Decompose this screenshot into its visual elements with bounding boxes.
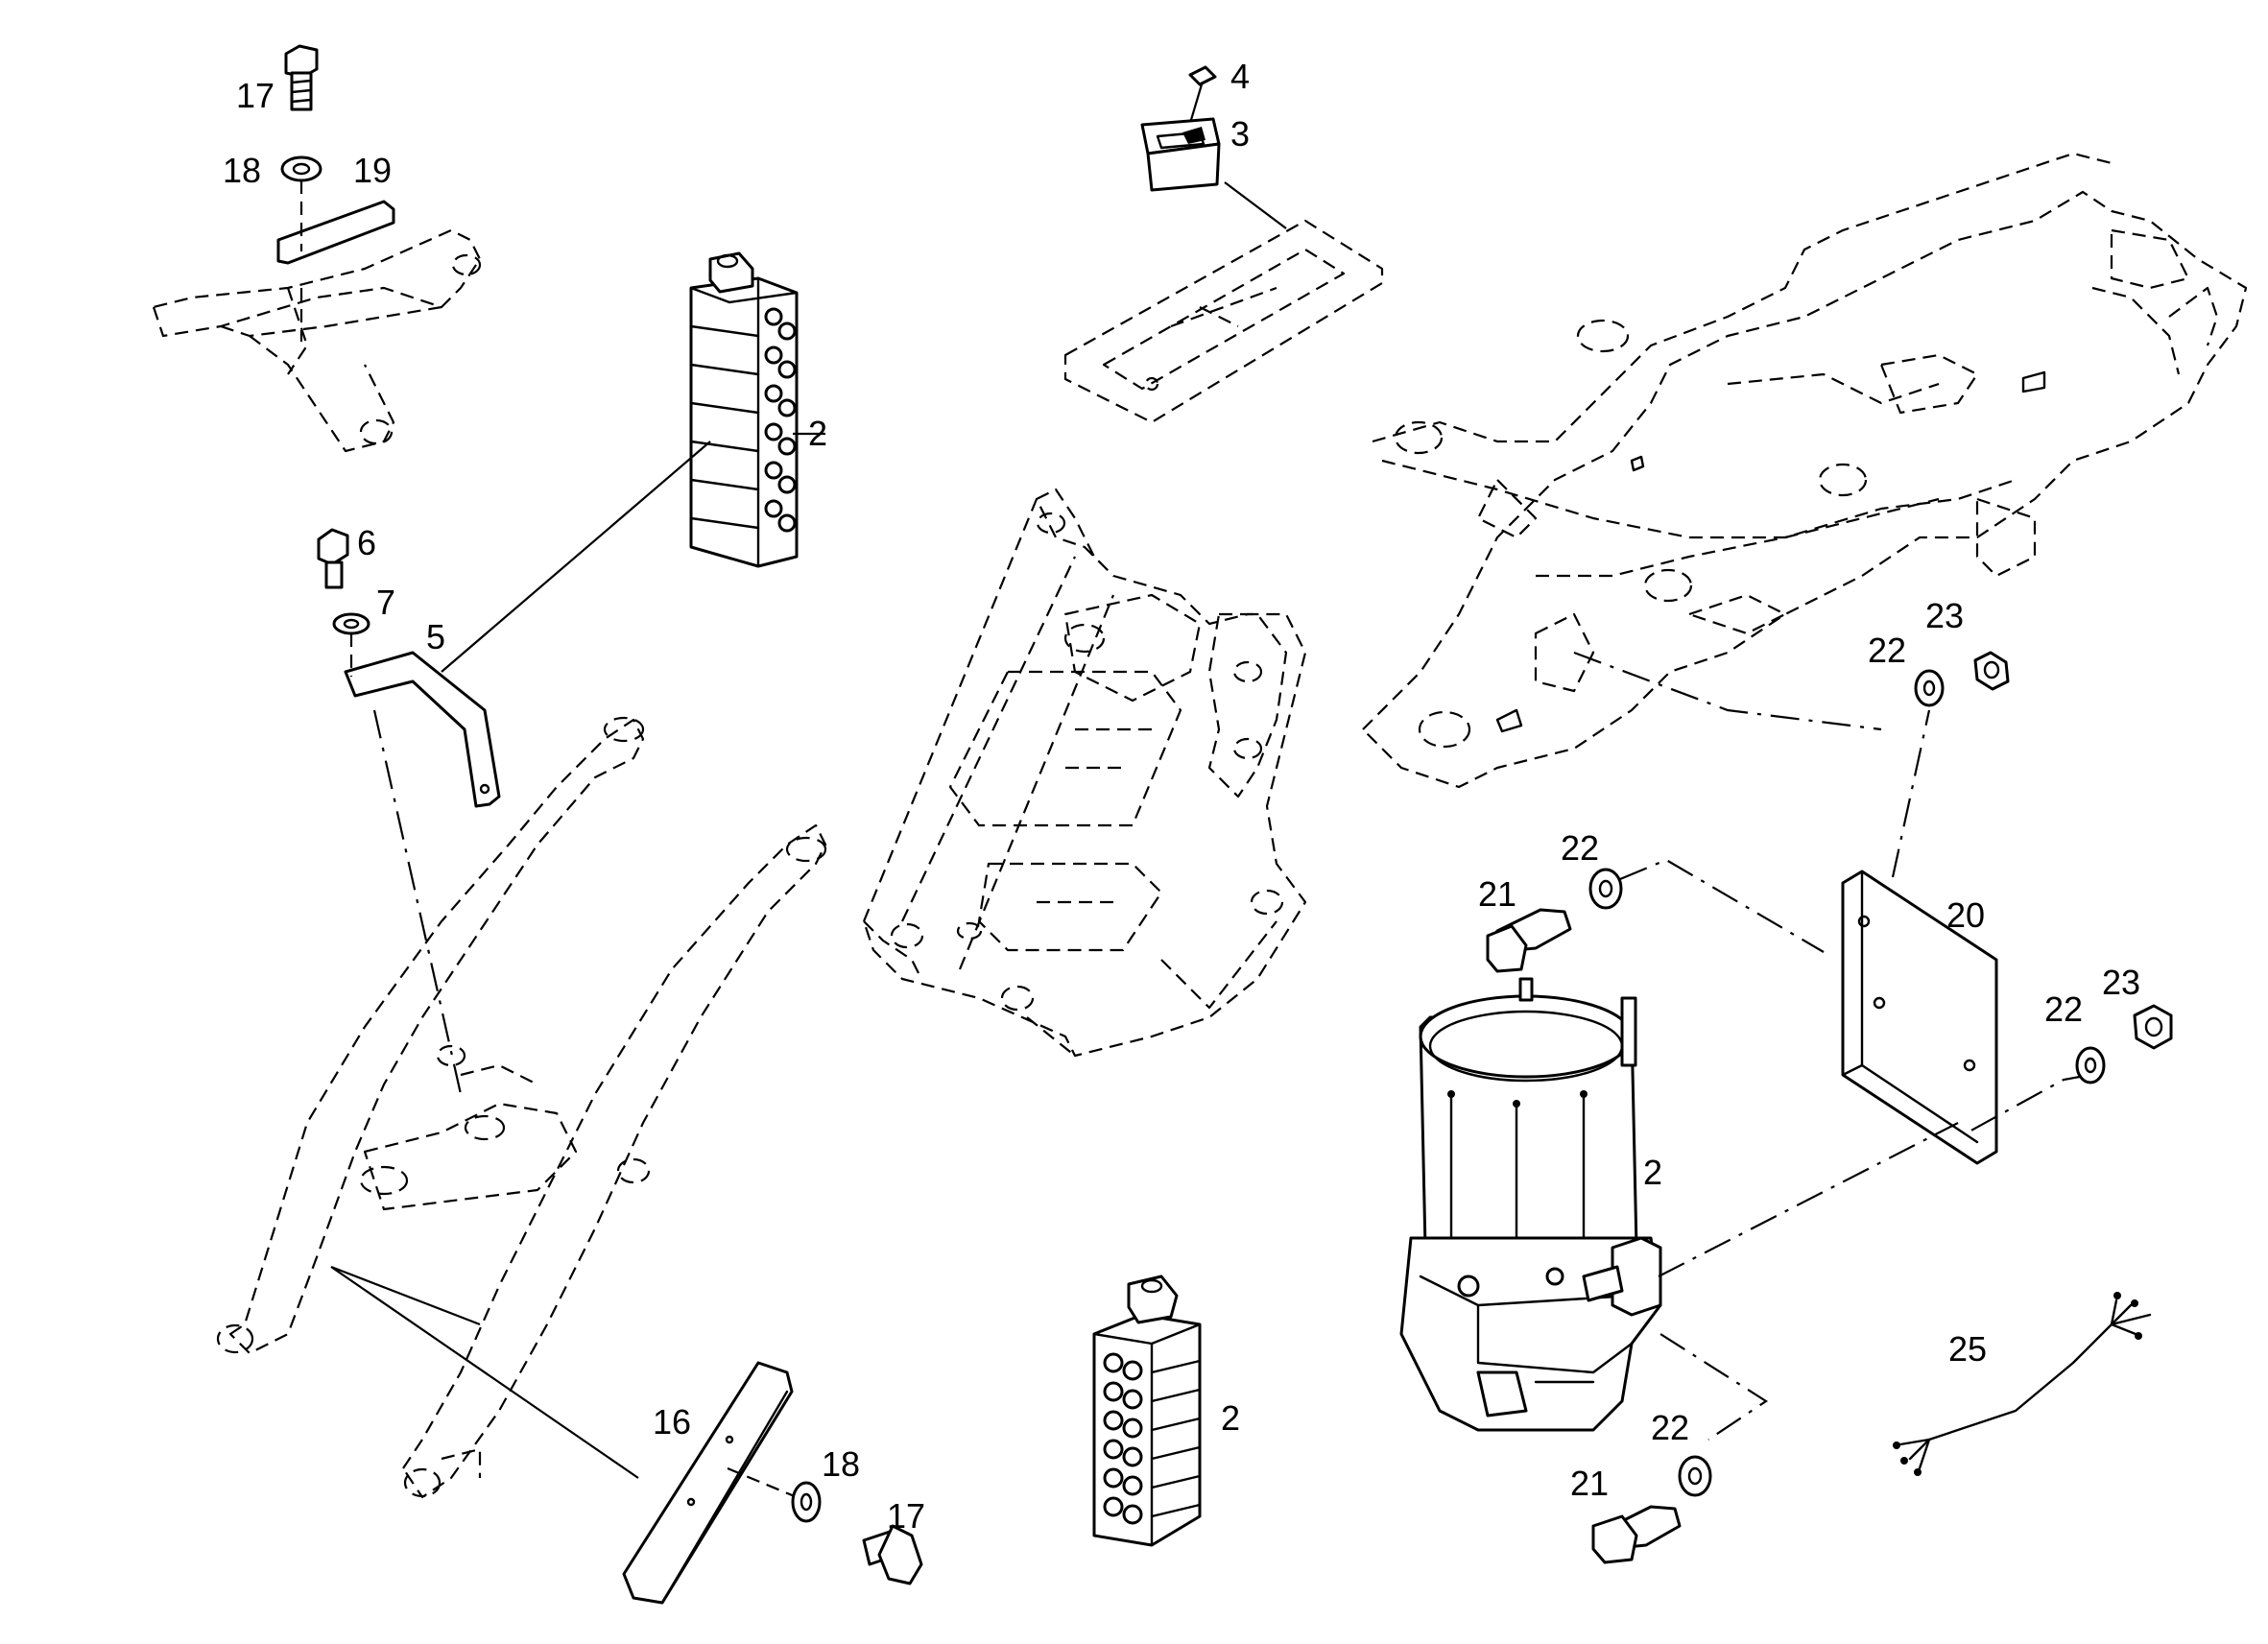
callout-20: 20: [1946, 895, 1985, 935]
rocker-switch-part-3: [1140, 117, 1221, 192]
callout-7: 7: [376, 583, 395, 622]
callout-21-plate: 21: [1478, 874, 1516, 914]
callout-22-pump-bottom: 22: [1651, 1408, 1689, 1447]
callout-17-bottom: 17: [887, 1496, 925, 1536]
switch-cap-part-4: [1188, 65, 1217, 86]
callout-16: 16: [653, 1402, 691, 1441]
leader-line-16-arm: [330, 1265, 639, 1479]
callout-22-plate: 22: [1561, 828, 1599, 868]
leader-line-5-arm: [372, 709, 463, 1095]
loader-arm-crossmember: [152, 228, 482, 453]
distributor-block-upper: [689, 251, 799, 568]
loader-arms: [216, 716, 827, 1499]
bracket-part-5: [344, 651, 501, 808]
wiring-harness-part-25: [1893, 1292, 2152, 1476]
callout-25: 25: [1948, 1329, 1987, 1369]
callout-21-pump-bottom: 21: [1570, 1464, 1609, 1503]
nut-part-23-frame: [1973, 651, 2010, 691]
callout-17-top: 17: [236, 76, 275, 115]
bracket-part-19: [276, 200, 395, 265]
washer-part-22-plate: [1588, 868, 1623, 910]
callout-23-plate-right: 23: [2102, 963, 2140, 1002]
washer-part-7: [332, 612, 370, 635]
distributor-block-lower: [1092, 1275, 1202, 1547]
chassis-frame: [1361, 152, 2248, 789]
callout-22-plate-right: 22: [2044, 989, 2083, 1029]
callout-18-top: 18: [223, 151, 261, 190]
bracket-part-16: [622, 1361, 794, 1605]
leader-line-16-18: [727, 1466, 798, 1499]
washer-part-22-plate-right: [2075, 1046, 2106, 1084]
mounting-plate-part-20: [1841, 870, 1998, 1165]
callout-22-frame: 22: [1868, 631, 1906, 670]
bolt-part-21-plate: [1486, 908, 1572, 973]
washer-part-22-pump-bottom: [1678, 1455, 1712, 1497]
callout-3: 3: [1230, 114, 1250, 154]
leader-line-22-plate: [1619, 858, 1825, 953]
bolt-part-21-pump-bottom: [1591, 1505, 1682, 1564]
callout-23-frame: 23: [1925, 596, 1964, 635]
dashboard-panel: [1063, 219, 1384, 424]
callout-4: 4: [1230, 57, 1250, 96]
leader-line-3-panel: [1224, 181, 1287, 229]
washer-part-18-top: [280, 155, 322, 182]
callout-5: 5: [426, 617, 445, 656]
nut-part-23-plate-right: [2133, 1004, 2173, 1050]
callout-2-pump: 2: [1643, 1153, 1662, 1192]
loader-tower-frame: [862, 488, 1307, 1058]
bolt-part-6: [317, 528, 349, 589]
bolt-part-17-top: [284, 44, 319, 111]
lubrication-pump: [1399, 977, 1662, 1432]
callout-18-bottom: 18: [822, 1444, 860, 1484]
callout-2-upper: 2: [808, 414, 827, 453]
leader-line-frame-nut: [1573, 651, 1882, 731]
washer-part-22-frame: [1914, 669, 1945, 707]
leader-line-pump-22: [1659, 1333, 1769, 1441]
washer-part-18-bottom: [791, 1481, 822, 1523]
callout-2-lower: 2: [1221, 1398, 1240, 1438]
callout-6: 6: [357, 523, 376, 562]
leader-line-5-distributor: [441, 441, 711, 673]
leader-line-plate-frame: [1891, 709, 1931, 878]
callout-19: 19: [353, 151, 392, 190]
bolt-part-17-bottom: [862, 1524, 923, 1585]
leader-line-pump-plate: [1658, 1122, 1959, 1277]
